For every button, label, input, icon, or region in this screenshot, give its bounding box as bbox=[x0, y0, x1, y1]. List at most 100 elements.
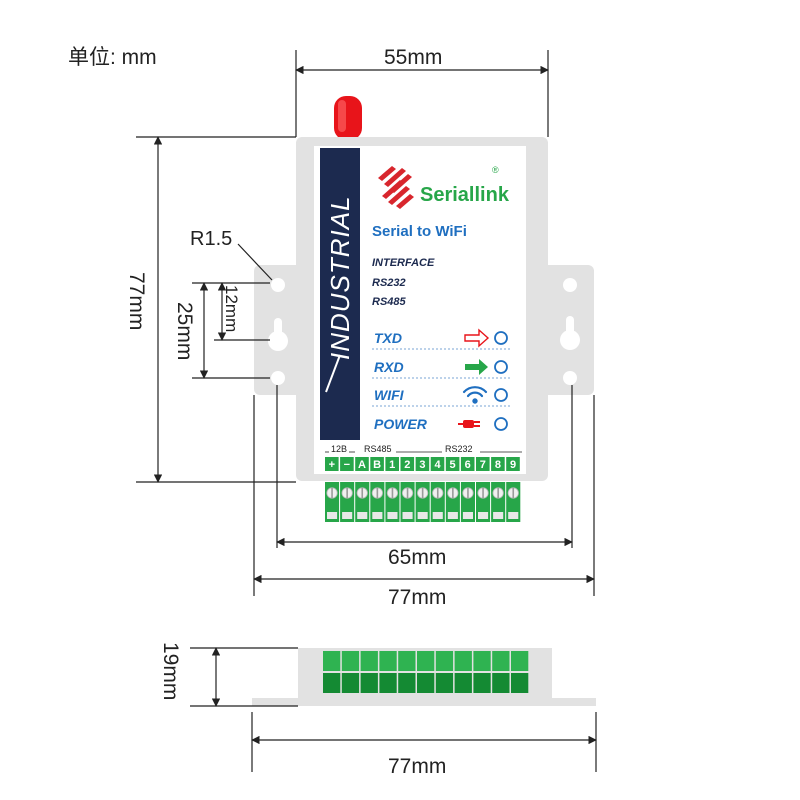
terminal-wire-hole bbox=[372, 512, 383, 519]
side-terminal-bottom bbox=[435, 673, 454, 693]
dim-side-height: 19mm bbox=[159, 642, 182, 700]
led-row-txd: TXD bbox=[372, 328, 512, 350]
side-terminal-bottom bbox=[341, 673, 360, 693]
terminal-screw-slot bbox=[467, 488, 469, 498]
led-indicator-wifi bbox=[494, 388, 508, 402]
terminal-label: 6 bbox=[465, 459, 471, 471]
mount-hole-bottom-right bbox=[563, 371, 577, 385]
terminal-label: 5 bbox=[450, 459, 456, 471]
terminal-group-12b: 12B bbox=[331, 444, 347, 454]
side-terminal-bottom bbox=[492, 673, 510, 693]
outline-arrow-icon bbox=[464, 328, 490, 348]
terminal-wire-hole bbox=[508, 512, 519, 519]
side-terminal-top bbox=[454, 651, 472, 671]
terminal-label: 7 bbox=[480, 459, 486, 471]
led-label-txd: TXD bbox=[374, 330, 402, 346]
terminal-wire-hole bbox=[432, 512, 443, 519]
terminal-label-box bbox=[476, 457, 490, 471]
terminal-wire-hole bbox=[342, 512, 353, 519]
led-row-rxd: RXD bbox=[372, 359, 512, 379]
side-terminal-bottom bbox=[454, 673, 472, 693]
terminal-label-box bbox=[325, 457, 339, 471]
mount-hole-top-left bbox=[271, 278, 285, 292]
front-view: INDUSTRIAL Seriallink ® Serial to WiFi I… bbox=[254, 96, 594, 522]
side-dimension-lines bbox=[190, 647, 597, 772]
side-terminal-top bbox=[473, 651, 491, 671]
terminal-label: 9 bbox=[510, 459, 516, 471]
terminal-wire-hole bbox=[447, 512, 458, 519]
interface-rs485: RS485 bbox=[372, 296, 407, 308]
solid-arrow-icon bbox=[465, 359, 488, 375]
led-row-wifi: WIFI bbox=[372, 386, 512, 407]
mount-hole-bottom-left bbox=[271, 371, 285, 385]
terminal-label-box bbox=[506, 457, 520, 471]
terminal-screw-slot bbox=[436, 488, 439, 498]
side-terminal-bottom bbox=[379, 673, 397, 693]
terminal-wire-hole bbox=[493, 512, 504, 519]
dim-slot-length: 12mm bbox=[222, 285, 241, 332]
side-terminal-top bbox=[398, 651, 416, 671]
side-terminal-top bbox=[511, 651, 529, 671]
terminal-wire-hole bbox=[387, 512, 398, 519]
keyhole-left bbox=[268, 318, 288, 351]
keyhole-right bbox=[560, 316, 580, 350]
terminal-label-box bbox=[491, 457, 505, 471]
dim-height-total: 77mm bbox=[125, 272, 148, 330]
side-terminal-bottom bbox=[360, 673, 378, 693]
side-terminal-top bbox=[492, 651, 510, 671]
side-terminal-bottom bbox=[398, 673, 416, 693]
terminal-label-box bbox=[445, 457, 460, 471]
terminal-label: 3 bbox=[419, 459, 425, 471]
side-terminal-top bbox=[360, 651, 378, 671]
terminal-label: − bbox=[344, 459, 350, 471]
terminal-label-box bbox=[355, 457, 369, 471]
seriallink-logo-icon bbox=[378, 166, 414, 209]
terminal-group-rs232: RS232 bbox=[445, 444, 473, 454]
terminal-label: B bbox=[373, 459, 381, 471]
terminal-label-box bbox=[340, 457, 354, 471]
terminal-label-box bbox=[400, 457, 415, 471]
wifi-icon bbox=[462, 386, 488, 404]
side-terminal-top bbox=[379, 651, 397, 671]
terminal-screw-slot bbox=[452, 488, 454, 498]
terminal-screw-slot bbox=[482, 488, 484, 498]
terminal-label-box bbox=[385, 457, 399, 471]
unit-label: 单位: mm bbox=[68, 46, 157, 69]
terminal-screw-slot bbox=[421, 488, 424, 498]
led-indicator-rxd bbox=[494, 360, 508, 374]
led-row-power: POWER bbox=[374, 416, 508, 432]
power-plug-icon bbox=[458, 420, 480, 428]
side-terminal-bottom bbox=[473, 673, 491, 693]
led-label-power: POWER bbox=[374, 416, 428, 432]
terminal-screw-slot bbox=[331, 488, 333, 498]
terminal-wire-hole bbox=[478, 512, 489, 519]
terminal-label-box bbox=[460, 457, 475, 471]
registered-mark: ® bbox=[492, 165, 499, 175]
terminal-label: 1 bbox=[389, 459, 395, 471]
terminal-screw-slot bbox=[361, 488, 364, 498]
dim-side-width: 77mm bbox=[388, 755, 446, 778]
terminal-label-box bbox=[430, 457, 445, 471]
terminal-wire-hole bbox=[327, 512, 338, 519]
side-terminal-bottom bbox=[323, 673, 341, 693]
industrial-text: INDUSTRIAL bbox=[325, 195, 355, 360]
dim-mount-hole-span: 65mm bbox=[388, 546, 446, 569]
side-view bbox=[252, 648, 596, 706]
side-terminal-block bbox=[323, 651, 529, 693]
side-terminal-top bbox=[417, 651, 435, 671]
led-indicator-txd bbox=[494, 331, 508, 345]
terminal-label: 4 bbox=[434, 459, 441, 471]
terminal-screw-slot bbox=[376, 488, 379, 498]
terminal-screw-slot bbox=[346, 488, 348, 498]
led-label-wifi: WIFI bbox=[374, 387, 405, 403]
dim-corner-radius: R1.5 bbox=[190, 228, 232, 250]
dim-hole-spacing: 25mm bbox=[173, 302, 196, 360]
terminal-label: + bbox=[329, 459, 335, 471]
brand-name: Seriallink bbox=[420, 184, 510, 206]
terminal-screw-slot bbox=[512, 488, 515, 498]
side-terminal-top bbox=[323, 651, 341, 671]
side-terminal-top bbox=[435, 651, 454, 671]
terminal-label-box bbox=[370, 457, 384, 471]
side-terminal-bottom bbox=[417, 673, 435, 693]
